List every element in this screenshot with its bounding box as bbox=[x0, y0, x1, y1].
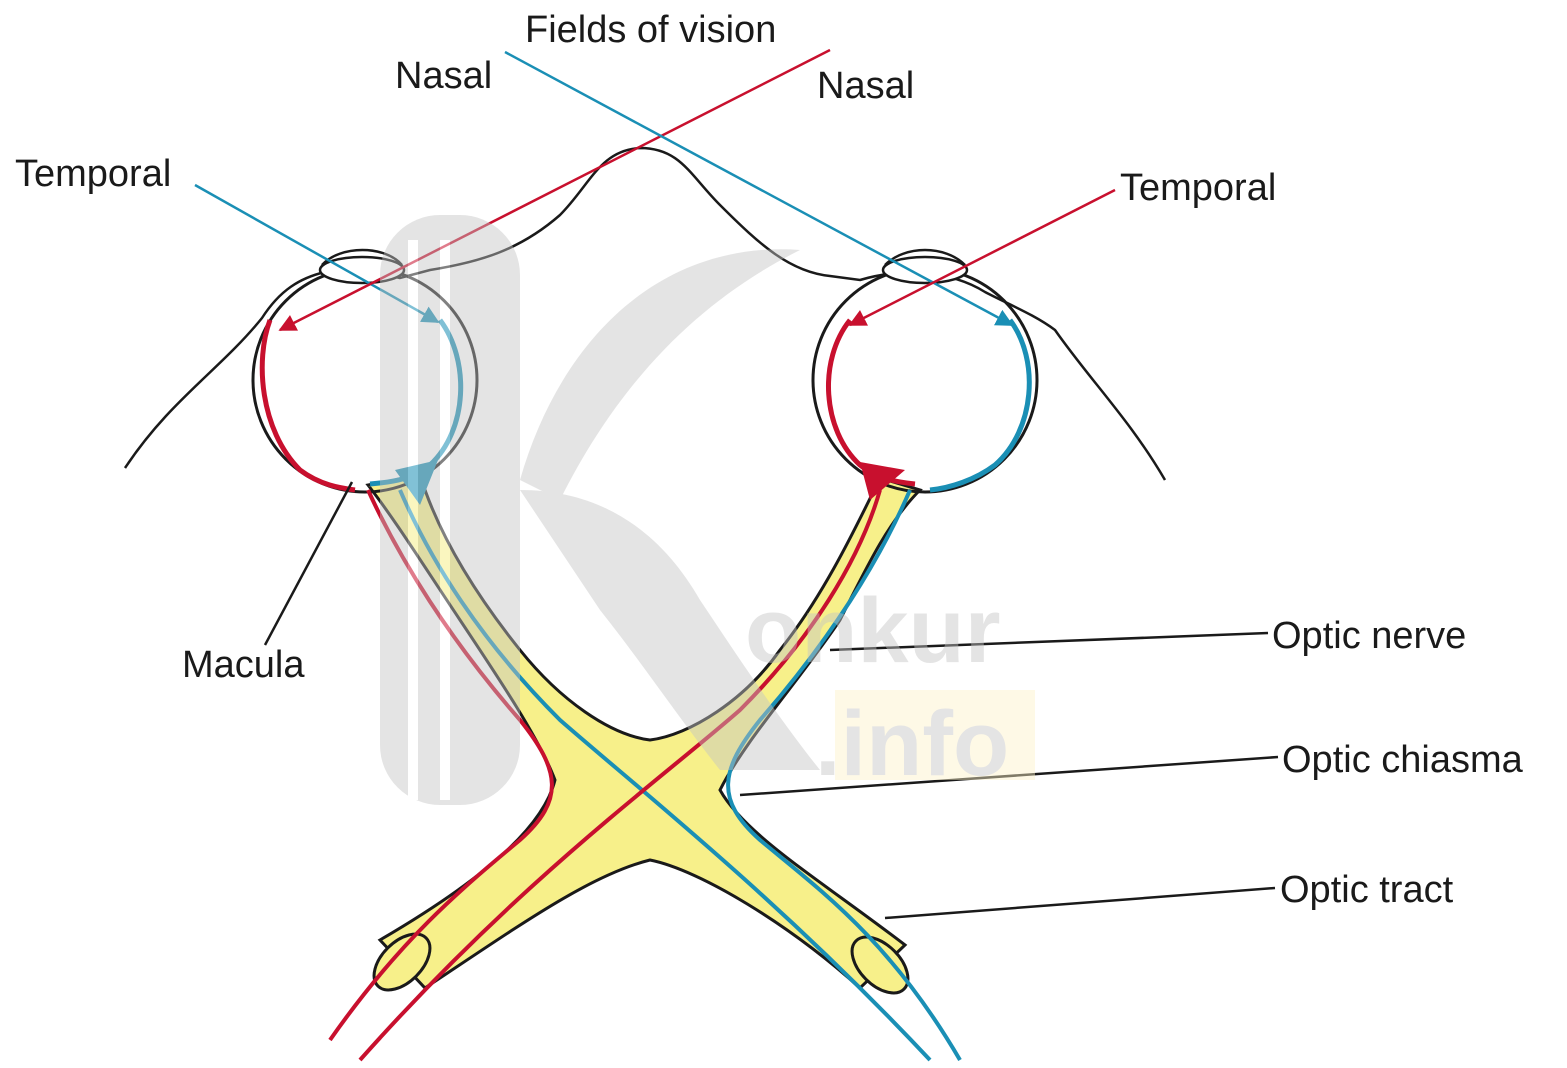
label-macula: Macula bbox=[182, 644, 305, 686]
macula-leader bbox=[265, 482, 352, 645]
watermark-main-text: onkur bbox=[745, 580, 1001, 682]
label-optic-nerve: Optic nerve bbox=[1272, 615, 1466, 657]
label-nasal-right: Nasal bbox=[817, 65, 914, 107]
watermark-sub-text: .info bbox=[815, 693, 1009, 795]
label-optic-tract: Optic tract bbox=[1280, 869, 1454, 911]
ray-right-nasal bbox=[280, 50, 830, 330]
label-nasal-left: Nasal bbox=[395, 55, 492, 97]
label-fields-of-vision: Fields of vision bbox=[525, 9, 776, 51]
optic-tract-leader bbox=[885, 888, 1275, 918]
label-optic-chiasma: Optic chiasma bbox=[1282, 739, 1524, 781]
label-temporal-left: Temporal bbox=[15, 153, 171, 195]
label-temporal-right: Temporal bbox=[1120, 167, 1276, 209]
